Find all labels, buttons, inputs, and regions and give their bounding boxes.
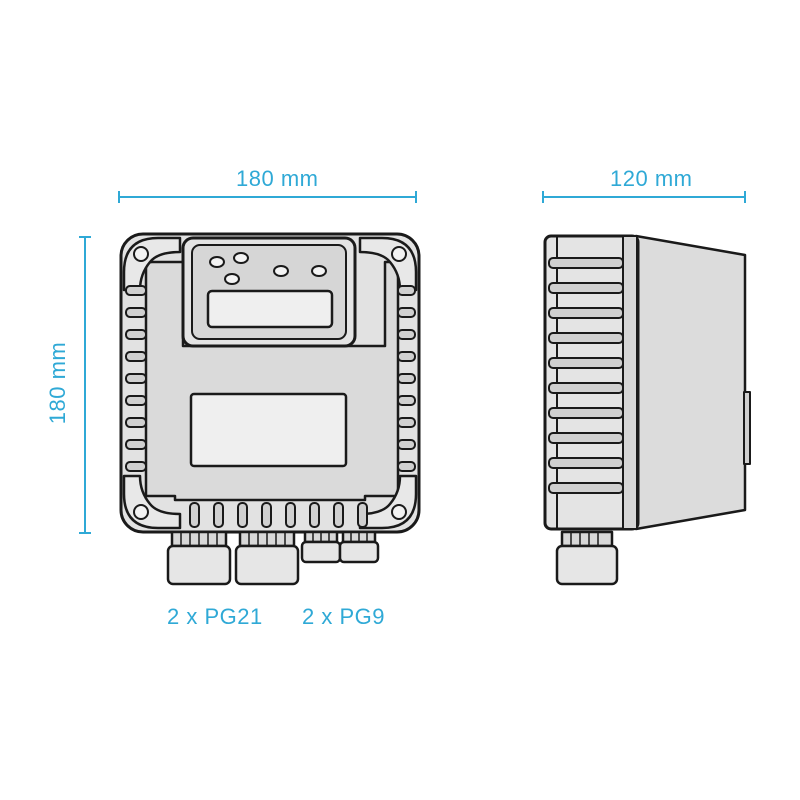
dimension-label-front-height: 180 mm (45, 341, 71, 425)
side-cooling-fin (548, 282, 624, 294)
status-led-icon (209, 256, 225, 268)
side-cooling-fin (548, 357, 624, 369)
gland-pg21-2 (234, 530, 300, 586)
cooling-fin (125, 395, 147, 406)
side-cooling-fin (548, 482, 624, 494)
cooling-fin (125, 439, 147, 450)
dimension-side-depth-line (542, 191, 746, 203)
cooling-fin (397, 461, 416, 472)
cooling-fin (125, 329, 147, 340)
status-led-icon (224, 273, 240, 285)
cooling-fin (125, 307, 147, 318)
screw-icon (391, 504, 407, 520)
cable-gland-label-pg21: 2 x PG21 (167, 604, 263, 629)
cooling-fin (125, 373, 147, 384)
status-led-icon (273, 265, 289, 277)
cooling-fin (213, 502, 224, 528)
side-heatsink (634, 234, 747, 531)
cooling-fin (397, 307, 416, 318)
dimension-label-front-width: 180 mm (236, 166, 319, 191)
side-connector (743, 391, 751, 465)
cable-glands-front (166, 530, 380, 586)
cooling-fin (397, 439, 416, 450)
side-cooling-fin (548, 307, 624, 319)
screw-icon (133, 246, 149, 262)
dimension-lines (79, 191, 746, 534)
dimension-front-width-line (118, 191, 417, 203)
screw-icon (133, 504, 149, 520)
cooling-fin (125, 351, 147, 362)
cable-gland-label-pg9: 2 x PG9 (302, 604, 385, 629)
cooling-fin (357, 502, 368, 528)
display-module (181, 236, 357, 348)
dimension-label-side-depth: 120 mm (610, 166, 693, 191)
side-cooling-fin (548, 332, 624, 344)
dimension-front-height-line (79, 236, 91, 534)
gland-pg9-2 (338, 530, 380, 564)
gland-pg21-1 (166, 530, 232, 586)
status-led-icon (311, 265, 327, 277)
cable-gland-side (555, 530, 619, 586)
gland-pg9-1 (300, 530, 342, 564)
cooling-fin (125, 417, 147, 428)
side-cooling-fin (548, 407, 624, 419)
cooling-fin (237, 502, 248, 528)
label-plate (189, 392, 348, 468)
screw-icon (391, 246, 407, 262)
status-led-icon (233, 252, 249, 264)
side-cooling-fin (548, 257, 624, 269)
cooling-fin (397, 351, 416, 362)
cooling-fin (397, 285, 416, 296)
cooling-fins (125, 285, 416, 528)
screw-icons (133, 246, 407, 520)
front-view (119, 232, 421, 586)
display-window (206, 289, 334, 329)
side-cooling-fin (548, 432, 624, 444)
side-cooling-fin (548, 382, 624, 394)
side-view (543, 234, 751, 586)
cooling-fin (397, 373, 416, 384)
cooling-fin (397, 395, 416, 406)
cooling-fin (261, 502, 272, 528)
cooling-fin (125, 285, 147, 296)
cooling-fin (397, 417, 416, 428)
cooling-fin (189, 502, 200, 528)
cooling-fin (125, 461, 147, 472)
side-cooling-fins (548, 257, 624, 494)
cooling-fin (333, 502, 344, 528)
cooling-fin (397, 329, 416, 340)
cooling-fin (309, 502, 320, 528)
cooling-fin (285, 502, 296, 528)
side-cooling-fin (548, 457, 624, 469)
